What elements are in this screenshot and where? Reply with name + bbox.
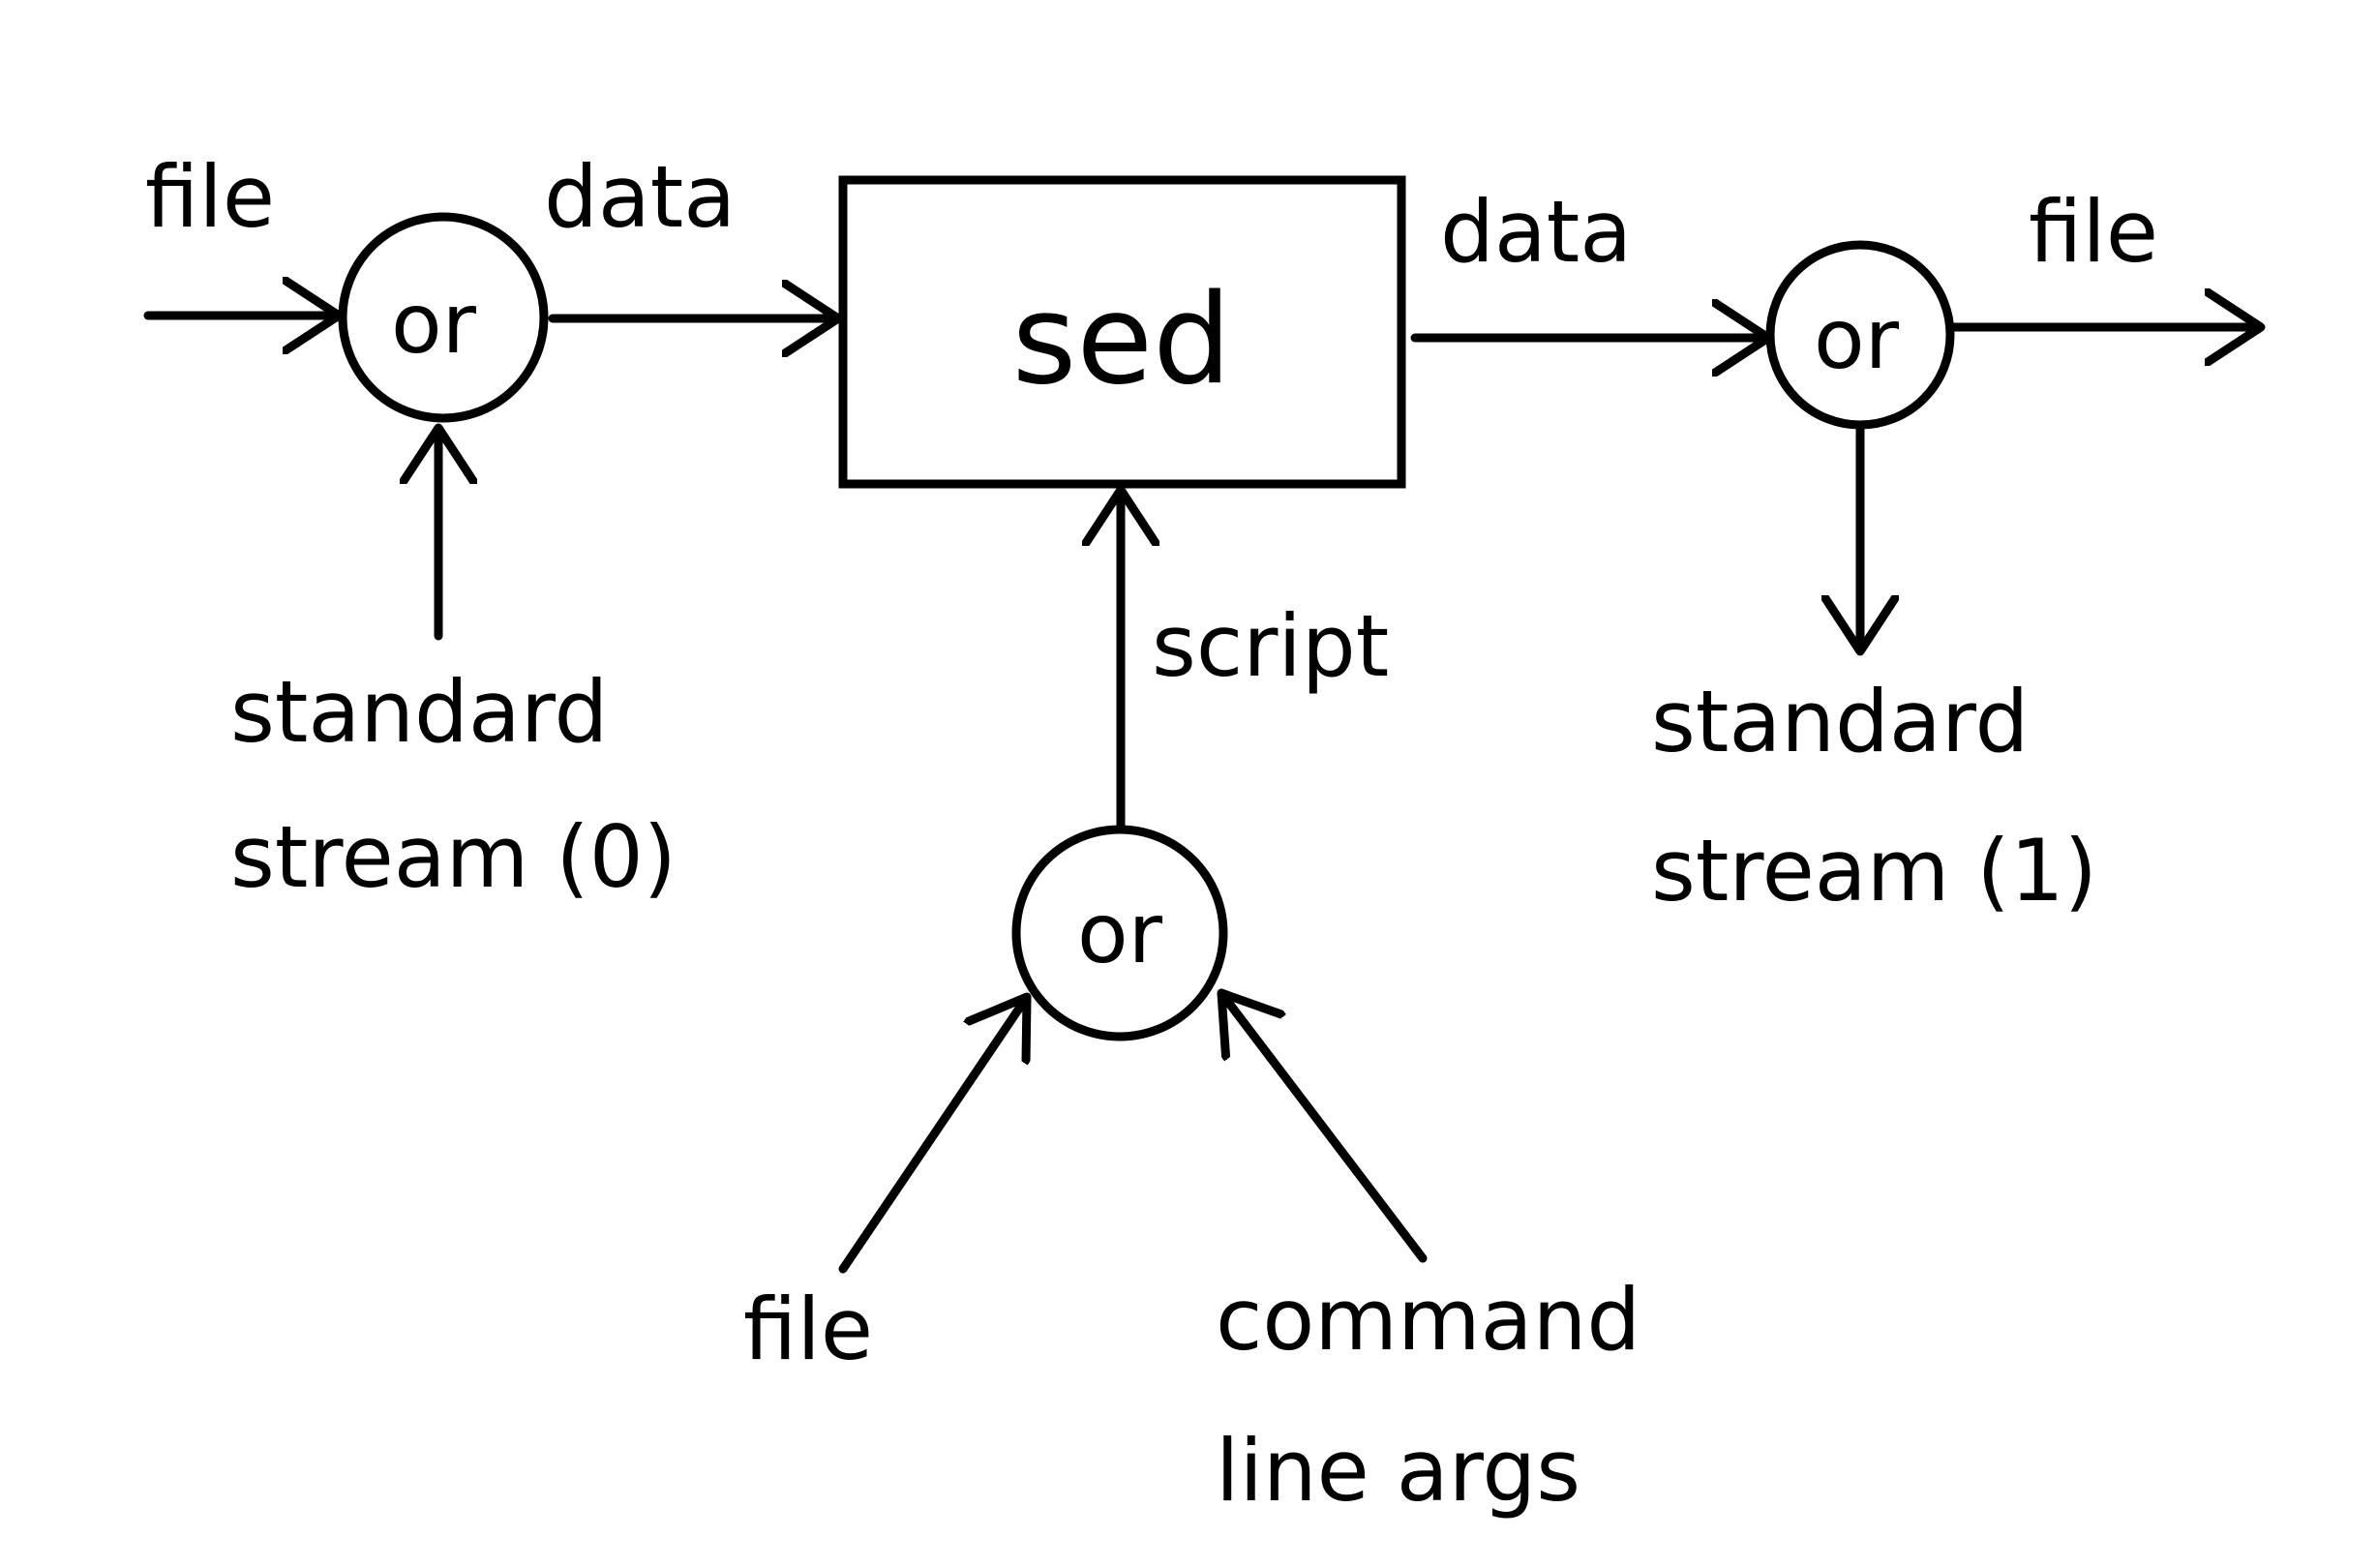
script-label: script <box>1152 596 1389 696</box>
input-file-label: file <box>145 147 275 247</box>
output-stream-label: stream (1) <box>1651 821 2097 920</box>
or-script-node <box>1011 825 1228 1041</box>
script-file-label: file <box>743 1280 873 1379</box>
output-data-label: data <box>1440 182 1632 282</box>
script-command-label: command <box>1216 1270 1640 1370</box>
or-output-label: or <box>1814 291 1900 388</box>
input-data-label: data <box>544 147 736 247</box>
input-stream-label: stream (0) <box>230 807 677 907</box>
script-line-args-label: line args <box>1216 1421 1580 1521</box>
sed-box <box>838 175 1406 489</box>
output-file-label: file <box>2029 182 2158 282</box>
or-output-node <box>1765 240 1955 430</box>
or-input-label: or <box>391 276 477 373</box>
output-standard-label: standard <box>1651 672 2029 771</box>
or-input-node <box>338 212 549 423</box>
script-file-arrow <box>838 992 1032 1274</box>
sed-box-label: sed <box>1012 268 1232 412</box>
or-script-label: or <box>1077 886 1163 982</box>
script-command-arrow <box>1217 988 1428 1263</box>
input-standard-label: standard <box>230 662 608 762</box>
